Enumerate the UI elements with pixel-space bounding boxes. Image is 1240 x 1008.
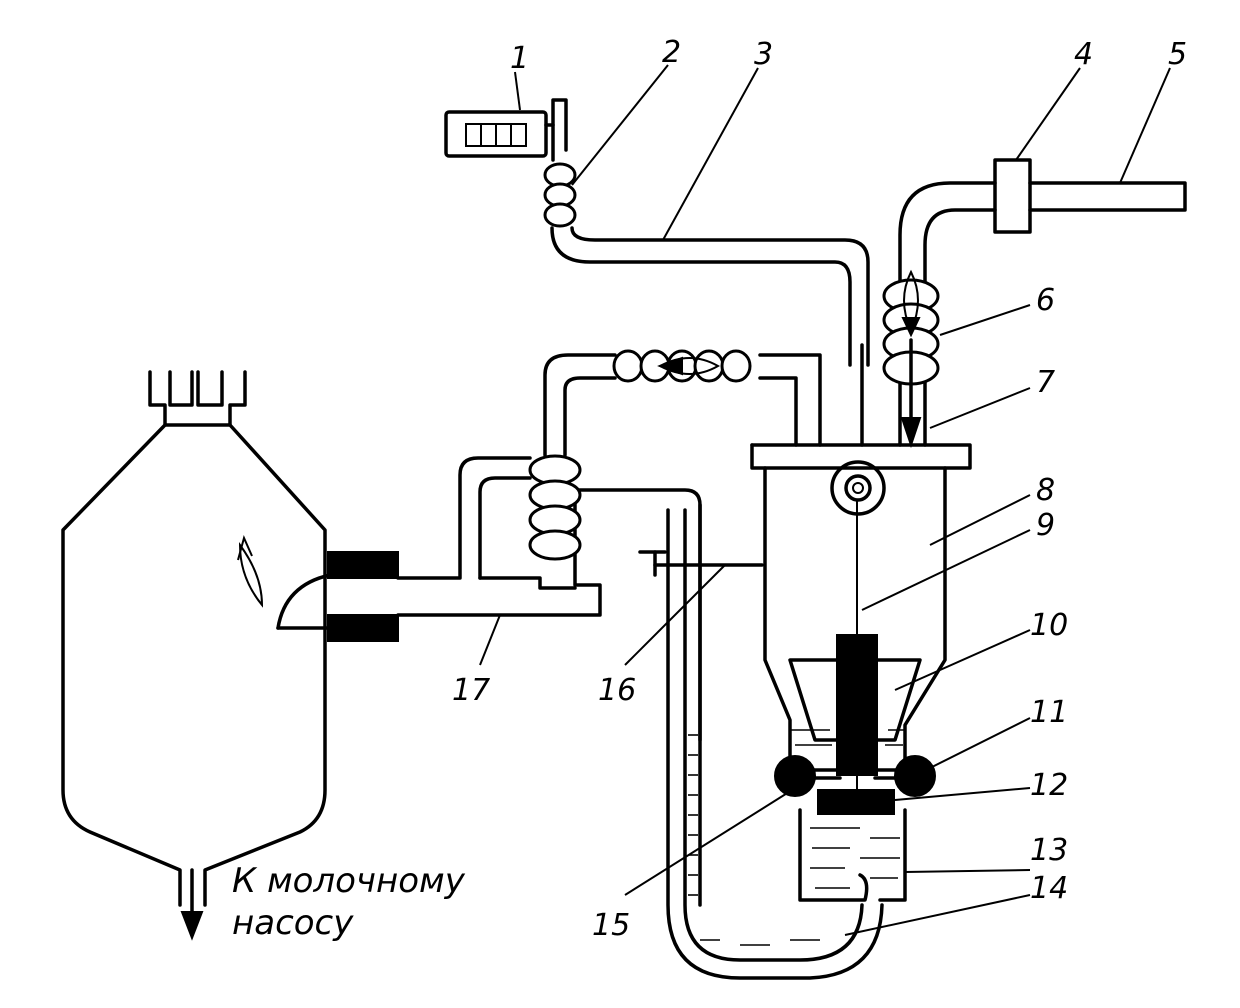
- label-4: 4: [1074, 37, 1093, 72]
- gauge-liquid: [688, 734, 820, 946]
- label-13: 13: [1030, 833, 1068, 868]
- caption-line-2: насосу: [232, 903, 354, 943]
- label-5: 5: [1168, 37, 1187, 72]
- label-9: 9: [1036, 508, 1055, 543]
- label-14: 14: [1030, 871, 1068, 906]
- stopcock-valve: [638, 550, 764, 577]
- float-assembly: [788, 500, 922, 815]
- cup-liquid: [790, 729, 905, 889]
- label-2: 2: [662, 35, 681, 70]
- label-6: 6: [1036, 283, 1055, 318]
- measuring-cup: [774, 729, 936, 902]
- vertical-bellows: [528, 454, 582, 561]
- label-12: 12: [1030, 768, 1068, 803]
- label-8: 8: [1036, 473, 1055, 508]
- label-1: 1: [510, 41, 529, 76]
- upper-bellows-line: [543, 349, 822, 457]
- label-17: 17: [452, 673, 490, 708]
- metering-chamber: [750, 443, 972, 762]
- label-10: 10: [1030, 608, 1068, 643]
- label-11: 11: [1030, 695, 1068, 730]
- label-16: 16: [598, 673, 636, 708]
- counter-and-tube: [444, 98, 870, 447]
- inlet-connector: [276, 456, 702, 742]
- caption-line-1: К молочному: [232, 861, 466, 901]
- caption: К молочному насосу: [232, 861, 466, 943]
- collection-vessel: [61, 370, 327, 941]
- u-tube-gauge: [666, 503, 884, 980]
- label-7: 7: [1036, 365, 1055, 400]
- label-15: 15: [592, 908, 630, 943]
- leader-lines: [479, 64, 1171, 936]
- number-labels: 1 2 3 4 5 6 7 8 9 10 11 12 13 14 15 16 1…: [452, 35, 1187, 943]
- label-3: 3: [754, 37, 773, 72]
- inlet-pipe: [882, 158, 1187, 449]
